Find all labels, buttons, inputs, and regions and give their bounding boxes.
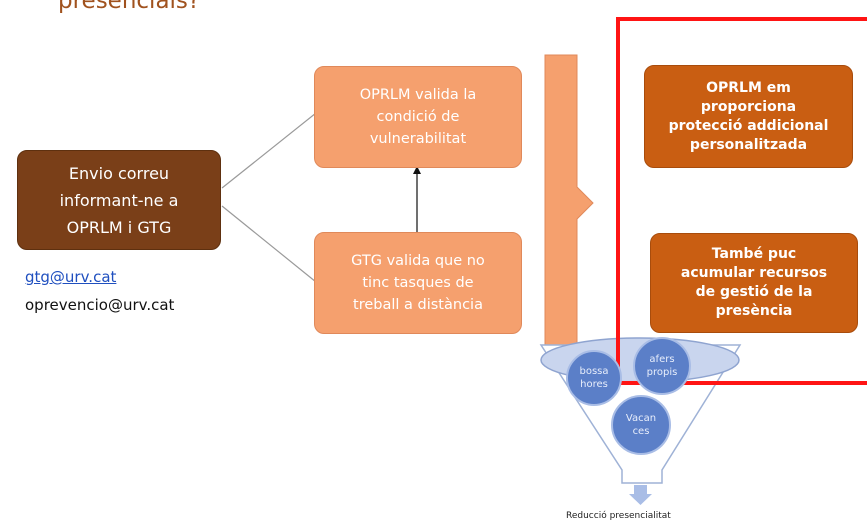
oprlm-validates-box: OPRLM valida la condició de vulnerabilit…: [314, 66, 522, 168]
protection-box: OPRLM em proporciona protecció addiciona…: [644, 65, 853, 168]
gtg-email-link[interactable]: gtg@urv.cat: [25, 268, 117, 286]
page-title: presencials?: [58, 0, 201, 14]
outcomes-frame: [616, 17, 867, 385]
gtg-validates-label: GTG valida que no tinc tasques de trebal…: [351, 253, 485, 313]
funnel-caption: Reducció presencialitat: [566, 511, 671, 521]
protection-label: OPRLM em proporciona protecció addiciona…: [668, 79, 829, 153]
connector-to-gtg: [221, 205, 317, 283]
circle-bossa-hores: bossa hores: [566, 350, 622, 406]
down-arrow-icon: [629, 485, 652, 505]
accumulate-box: També puc acumular recursos de gestió de…: [650, 233, 858, 333]
circle-afers-propis: afers propis: [633, 337, 691, 395]
start-box-label: Envio correu informant-ne a OPRLM i GTG: [59, 163, 179, 237]
oprevencio-email: oprevencio@urv.cat: [25, 296, 175, 314]
oprlm-validates-label: OPRLM valida la condició de vulnerabilit…: [359, 87, 477, 147]
connector-to-oprlm: [221, 112, 317, 189]
start-box: Envio correu informant-ne a OPRLM i GTG: [17, 150, 221, 250]
arrowhead-up: [413, 166, 421, 174]
big-block-arrow: [544, 54, 594, 351]
gtg-validates-box: GTG valida que no tinc tasques de trebal…: [314, 232, 522, 334]
circle-vacances: Vacan ces: [611, 395, 671, 455]
accumulate-label: També puc acumular recursos de gestió de…: [680, 246, 828, 319]
